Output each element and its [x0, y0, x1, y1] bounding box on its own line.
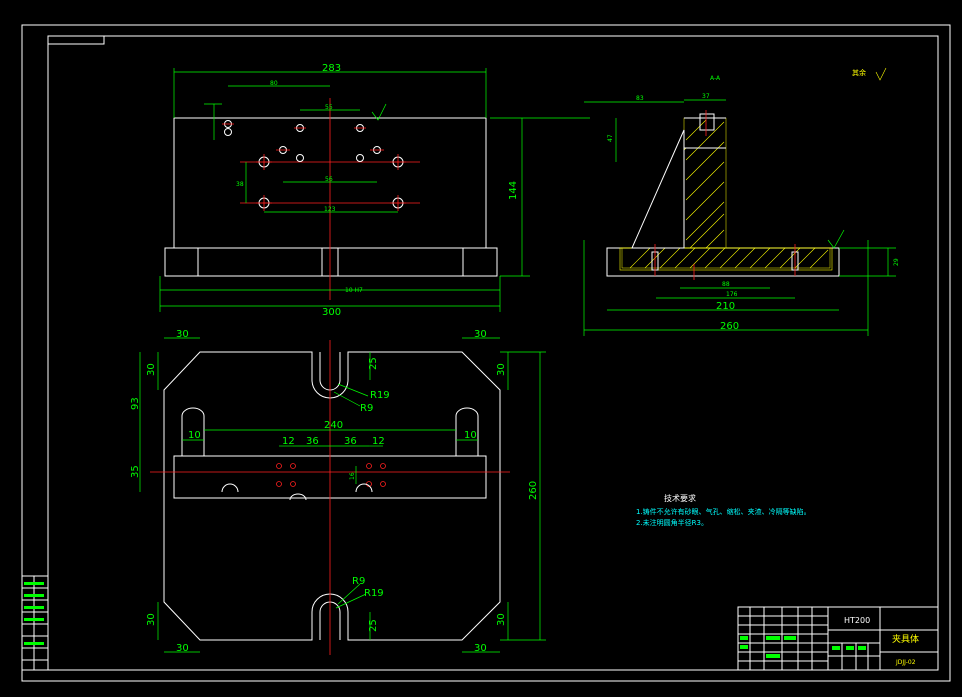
dim-plan-gap-right: 10	[464, 430, 477, 441]
left-stamp-strip	[21, 575, 49, 671]
inner-frame	[47, 35, 939, 671]
dim-plan-gap-left: 10	[188, 430, 201, 441]
title-part-name: 夹具体	[892, 633, 919, 645]
dim-side-slot: 88	[722, 281, 730, 288]
dim-plan-slot-bottom: 25	[368, 619, 379, 632]
side-view-hatching	[621, 117, 831, 269]
dim-slot-width: 55	[325, 104, 333, 111]
roughness-note: 其余	[852, 67, 887, 81]
dim-plan-pitch-36-left: 36	[306, 436, 319, 447]
dim-plan-corner-tr: 30	[474, 329, 487, 340]
dim-hole-spacing: 80	[270, 80, 278, 87]
dim-height: 144	[508, 181, 519, 200]
dim-plan-corner-lb: 30	[146, 613, 157, 626]
title-material: HT200	[844, 616, 870, 625]
dim-plan-corner-rt: 30	[496, 363, 507, 376]
title-block: HT200 夹具体 JDJJ-02	[737, 606, 939, 671]
dim-side-height: 47	[607, 134, 614, 142]
dim-plan-left-35: 35	[130, 465, 141, 478]
dim-plan-width: 240	[324, 420, 343, 431]
roughness-note-text: 其余	[852, 68, 866, 77]
dim-side-inner: 176	[726, 291, 738, 298]
dim-side-top: 83	[636, 95, 644, 102]
dim-plan-pitch-12-left: 12	[282, 436, 295, 447]
dim-slot-callout: 10 H7	[345, 287, 363, 294]
title-drawing-no: JDJJ-02	[895, 659, 916, 666]
dim-plan-slot-top: 25	[368, 357, 379, 370]
outer-frame	[21, 24, 951, 682]
dim-overall-width: 283	[322, 63, 341, 74]
top-left-code-box	[47, 35, 105, 45]
dim-plan-pitch-16: 16	[349, 472, 356, 480]
dim-hole-pitch: 123	[324, 206, 336, 213]
dim-side-base: 210	[716, 301, 735, 312]
dim-offset-38: 38	[236, 181, 244, 188]
top-view: 283 80 55 56 123 38 300 10 H7 144	[159, 63, 590, 318]
dim-plan-corner-tl: 30	[176, 329, 189, 340]
dim-plan-height: 260	[528, 481, 539, 500]
dim-plan-corner-rb: 30	[496, 613, 507, 626]
dim-plan-radius-9-bottom: R9	[352, 576, 365, 587]
dim-plan-radius-19-bottom: R19	[364, 588, 384, 599]
dim-pin-spacing: 56	[325, 176, 333, 183]
plan-view-holes	[221, 463, 386, 501]
dim-plan-radius-9-top: R9	[360, 403, 373, 414]
top-view-holes	[222, 120, 406, 211]
plan-view: 30 30 30 30 30 30 30 30 93 35 260 240 10…	[130, 329, 546, 655]
dim-plan-corner-lt: 30	[146, 363, 157, 376]
dim-base-width: 300	[322, 307, 341, 318]
tech-req-title: 技术要求	[664, 493, 696, 503]
dim-side-overall: 260	[720, 321, 739, 332]
dim-plan-corner-bl: 30	[176, 643, 189, 654]
side-view: A-A 83 37 47 88 17	[583, 75, 900, 336]
tech-requirements: 技术要求 1.铸件不允许有砂眼、气孔、缩松、夹渣、冷隔等缺陷。 2.未注明圆角半…	[636, 493, 811, 527]
dim-plan-pitch-36-right: 36	[344, 436, 357, 447]
section-label: A-A	[710, 75, 721, 82]
tech-req-item-1: 1.铸件不允许有砂眼、气孔、缩松、夹渣、冷隔等缺陷。	[636, 507, 811, 516]
dim-plan-pitch-12-right: 12	[372, 436, 385, 447]
dim-plan-left-93: 93	[130, 397, 141, 410]
dim-side-rib: 37	[702, 93, 710, 100]
dim-side-thickness: 29	[893, 258, 900, 266]
dim-plan-corner-br: 30	[474, 643, 487, 654]
tech-req-item-2: 2.未注明圆角半径R3。	[636, 518, 708, 527]
dim-plan-radius-19-top: R19	[370, 390, 390, 401]
